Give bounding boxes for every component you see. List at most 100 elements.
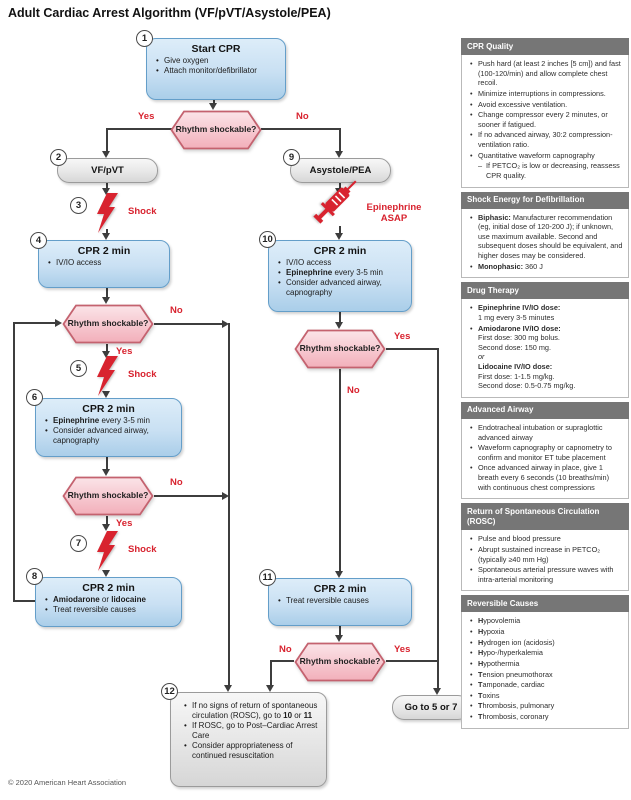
shock-label: Shock xyxy=(128,369,157,380)
flow-box-asystole-pea: Asystole/PEA xyxy=(290,158,391,183)
box-bullets: Epinephrine every 3-5 minConsider advanc… xyxy=(42,416,175,446)
list-item: Waveform capnography or capnometry to co… xyxy=(470,443,623,462)
connector xyxy=(339,369,341,571)
arrowhead xyxy=(335,322,343,329)
connector xyxy=(106,183,108,189)
list-item: Pulse and blood pressure xyxy=(470,534,623,544)
list-item: Consider advanced airway, capnography xyxy=(44,426,175,446)
no-label: No xyxy=(170,305,183,316)
connector xyxy=(106,457,108,470)
connector xyxy=(13,600,35,602)
shock-label: Shock xyxy=(128,206,157,217)
shock-lightning-icon xyxy=(97,356,118,396)
section-list: Epinephrine IV/IO dose:1 mg every 3-5 mi… xyxy=(467,303,623,391)
connector xyxy=(13,322,15,602)
arrowhead xyxy=(102,297,110,304)
list-item: Once advanced airway in place, give 1 br… xyxy=(470,463,623,492)
arrowhead xyxy=(222,319,229,328)
section-list: Biphasic: Manufacturer recommendation (e… xyxy=(467,213,623,272)
arrowhead xyxy=(102,524,110,531)
connector xyxy=(261,128,340,130)
connector xyxy=(13,322,55,324)
hexagon-shape-icon xyxy=(62,304,154,344)
no-label: No xyxy=(347,385,360,396)
sidebar-section-reversible-causes: Reversible Causes HypovolemiaHypoxiaHydr… xyxy=(461,595,629,729)
list-item: Spontaneous arterial pressure waves with… xyxy=(470,565,623,584)
box-bullets: Amiodarone or lidocaineTreat reversible … xyxy=(42,595,175,615)
list-item: Endotracheal intubation or supraglottic … xyxy=(470,423,623,442)
box-title: Start CPR xyxy=(191,43,241,55)
flow-box-cpr-4: CPR 2 min IV/IO access xyxy=(38,240,170,288)
decision-label: Rhythm shockable? xyxy=(299,343,381,354)
connector xyxy=(339,626,341,636)
hexagon-shape-icon xyxy=(170,110,262,150)
list-item: Avoid excessive ventilation. xyxy=(470,100,623,110)
list-item: Hypoxia xyxy=(470,627,623,637)
sidebar-section-drug-therapy: Drug Therapy Epinephrine IV/IO dose:1 mg… xyxy=(461,282,629,398)
section-list: Endotracheal intubation or supraglottic … xyxy=(467,423,623,492)
step-number-6: 6 xyxy=(26,389,43,406)
section-body: Biphasic: Manufacturer recommendation (e… xyxy=(461,208,629,279)
step-number-10: 10 xyxy=(259,231,276,248)
sidebar-section-cpr-quality: CPR Quality Push hard (at least 2 inches… xyxy=(461,38,629,188)
list-item: Toxins xyxy=(470,691,623,701)
arrowhead xyxy=(102,391,110,398)
list-item: Hypovolemia xyxy=(470,616,623,626)
box-bullets: IV/IO access xyxy=(45,258,163,268)
connector xyxy=(270,660,272,685)
box-title: CPR 2 min xyxy=(313,583,367,595)
flow-box-outcome-12: If no signs of return of spontaneous cir… xyxy=(170,692,327,787)
list-item: Epinephrine every 3-5 min xyxy=(44,416,175,426)
hexagon-shape-icon xyxy=(62,476,154,516)
step-number-4: 4 xyxy=(30,232,47,249)
list-item: If PETCO₂ is low or decreasing, reassess… xyxy=(470,161,623,180)
section-heading: Advanced Airway xyxy=(461,401,629,419)
sidebar-section-advanced-airway: Advanced Airway Endotracheal intubation … xyxy=(461,401,629,500)
hexagon-shape-icon xyxy=(294,329,386,369)
list-item: Give oxygen xyxy=(155,56,279,66)
no-label: No xyxy=(170,477,183,488)
decision-label: Rhythm shockable? xyxy=(299,656,381,667)
no-label: No xyxy=(296,111,309,122)
arrowhead xyxy=(335,571,343,578)
list-item: If no advanced airway, 30:2 compression-… xyxy=(470,130,623,149)
connector xyxy=(106,128,174,130)
list-item: Consider appropriateness of continued re… xyxy=(183,741,320,761)
step-number-8: 8 xyxy=(26,568,43,585)
arrowhead xyxy=(102,469,110,476)
box-title: CPR 2 min xyxy=(82,582,135,594)
section-body: Endotracheal intubation or supraglottic … xyxy=(461,418,629,500)
list-item: Push hard (at least 2 inches [5 cm]) and… xyxy=(470,59,623,88)
step-number-11: 11 xyxy=(259,569,276,586)
connector xyxy=(106,229,108,233)
flow-box-cpr-11: CPR 2 min Treat reversible causes xyxy=(268,578,412,626)
list-item: Amiodarone IV/IO dose:First dose: 300 mg… xyxy=(470,324,623,391)
flow-box-start-cpr: Start CPR Give oxygenAttach monitor/defi… xyxy=(146,38,286,100)
connector xyxy=(386,348,439,350)
connector xyxy=(106,288,108,298)
list-item: Change compressor every 2 minutes, or so… xyxy=(470,110,623,129)
section-heading: Return of Spontaneous Circulation (ROSC) xyxy=(461,503,629,531)
step-number-5: 5 xyxy=(70,360,87,377)
list-item: Treat reversible causes xyxy=(44,605,175,615)
decision-hexagon-4: Rhythm shockable? xyxy=(294,329,386,369)
hexagon-shape-icon xyxy=(294,642,386,682)
decision-label: Rhythm shockable? xyxy=(67,318,149,329)
arrowhead xyxy=(224,685,232,692)
list-item: Monophasic: 360 J xyxy=(470,262,623,272)
arrowhead xyxy=(102,351,110,358)
yes-label: Yes xyxy=(394,331,411,342)
decision-label: Rhythm shockable? xyxy=(175,124,257,135)
box-bullets: If no signs of return of spontaneous cir… xyxy=(181,701,320,761)
connector xyxy=(339,128,341,151)
decision-hexagon-5: Rhythm shockable? xyxy=(294,642,386,682)
shock-lightning-icon xyxy=(97,531,118,571)
yes-label: Yes xyxy=(138,111,155,122)
section-body: Pulse and blood pressureAbrupt sustained… xyxy=(461,530,629,592)
arrowhead xyxy=(433,688,441,695)
connector xyxy=(213,100,215,104)
list-item: If no signs of return of spontaneous cir… xyxy=(183,701,320,721)
connector xyxy=(154,323,223,325)
list-item: Tamponade, cardiac xyxy=(470,680,623,690)
